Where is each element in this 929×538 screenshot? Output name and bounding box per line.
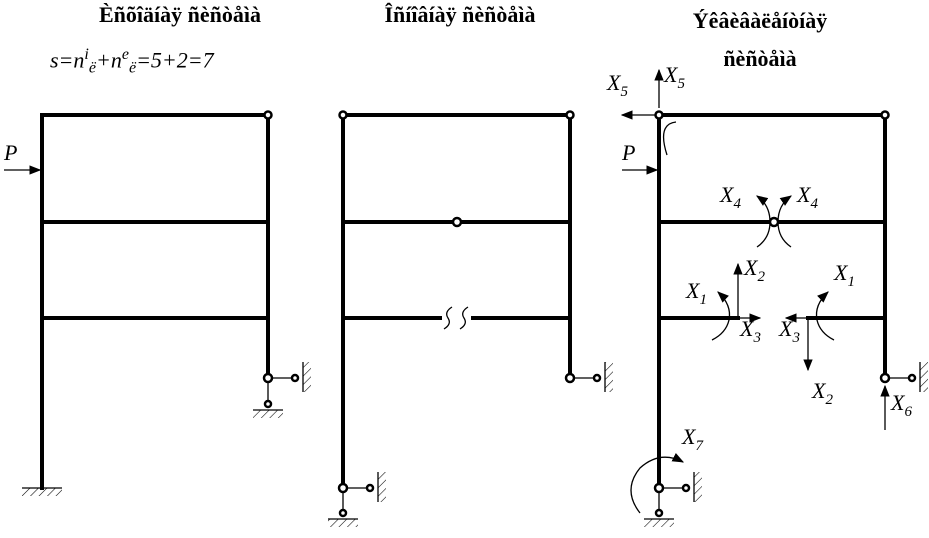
frame-base bbox=[328, 110, 613, 527]
frame2-right-link-hinge bbox=[592, 373, 602, 383]
frame3-right-wall-hatch bbox=[920, 362, 928, 392]
frame2-hinge-right bbox=[565, 110, 575, 120]
x1-arc-left bbox=[711, 291, 731, 341]
frame3-link-hinge-v bbox=[654, 508, 664, 518]
frame2-hinge-beam bbox=[451, 216, 463, 228]
frame-given: P bbox=[3, 110, 311, 496]
frame3-load-label: P bbox=[621, 140, 635, 165]
x1-label-left: X1 bbox=[685, 278, 707, 308]
frame3-ground-hatch bbox=[644, 519, 674, 527]
x1-label-right: X1 bbox=[833, 260, 855, 290]
x1-arc-right bbox=[815, 291, 835, 341]
x7-label: X7 bbox=[681, 424, 704, 454]
title-equivalent-line2: ñèñòåìà bbox=[723, 46, 797, 71]
x5-label-top: X5 bbox=[663, 62, 685, 92]
frame1-link-hinge-v bbox=[263, 399, 273, 409]
title-base-frame: Îñíîâíàÿ ñèñòåìà bbox=[384, 2, 536, 27]
x4-arc-left bbox=[756, 195, 771, 248]
frame1-link-hinge-h bbox=[290, 373, 300, 383]
title-equivalent-frame: Ýêâèâàëåíòíàÿ ñèñòåìà bbox=[600, 2, 920, 78]
x4-label-right: X4 bbox=[796, 182, 818, 212]
x6-label: X6 bbox=[890, 390, 912, 420]
x2-label-bottom: X2 bbox=[811, 378, 833, 408]
frame2-pin-node bbox=[337, 482, 349, 494]
formula-index-2: eë bbox=[121, 46, 137, 77]
frame3-hinge-beam bbox=[768, 216, 780, 228]
frame2-link-hinge-v bbox=[338, 508, 348, 518]
frame3-right-pin bbox=[879, 372, 891, 384]
formula-index-1: ië bbox=[84, 46, 96, 77]
frame3-outline bbox=[657, 113, 887, 490]
frame2-ground-hatch bbox=[328, 519, 358, 527]
formula-lhs: s=n bbox=[50, 47, 85, 73]
x3-label-left: X3 bbox=[739, 316, 761, 346]
frame1-fixed-hatch bbox=[22, 488, 62, 496]
frame3-link-hinge-h bbox=[681, 483, 691, 493]
x5-label-left: X5 bbox=[606, 70, 628, 100]
frame3-hinge-left bbox=[654, 110, 664, 120]
frame3-wall-hatch bbox=[694, 472, 702, 502]
frame2-cut-right bbox=[459, 306, 469, 330]
frame2-hinge-left bbox=[338, 110, 348, 120]
frame2-wall-hatch bbox=[378, 472, 386, 502]
frame2-right-wall-hatch bbox=[605, 362, 613, 392]
frame1-pin-node bbox=[262, 372, 274, 384]
x5-moment-arc bbox=[662, 121, 677, 156]
x3-label-right: X3 bbox=[778, 316, 800, 346]
x7-moment-arc bbox=[630, 452, 685, 514]
frame2-right-pin bbox=[564, 372, 576, 384]
formula-rhs: =5+2=7 bbox=[136, 47, 214, 73]
frame1-load-label: P bbox=[3, 140, 17, 165]
title-equivalent-line1: Ýêâèâàëåíòíàÿ bbox=[692, 8, 828, 33]
x4-label-left: X4 bbox=[719, 182, 741, 212]
frame3-right-link-hinge bbox=[907, 373, 917, 383]
frame1-ground-hatch bbox=[253, 410, 283, 418]
frame3-hinge-right bbox=[880, 110, 890, 120]
formula-plus: +n bbox=[95, 47, 122, 73]
frame1-corner-hinge bbox=[263, 110, 273, 120]
frame2-link-hinge-h bbox=[365, 483, 375, 493]
frame1-outline bbox=[40, 113, 270, 490]
frame3-pin-node bbox=[653, 482, 665, 494]
x4-arc-right bbox=[777, 195, 792, 248]
x2-label-top: X2 bbox=[743, 255, 765, 285]
title-given-frame: Èñõîäíàÿ ñèñòåìà bbox=[99, 2, 261, 27]
frame2-cut-left bbox=[443, 306, 453, 330]
frame-equivalent: P X5 X5 X4 X4 X1 X1 X2 X2 X3 X3 X6 bbox=[606, 62, 928, 527]
frame2-outline bbox=[341, 113, 572, 490]
redundancy-formula: s=nië+neë=5+2=7 bbox=[50, 46, 214, 78]
frame1-wall-hatch bbox=[303, 362, 311, 392]
